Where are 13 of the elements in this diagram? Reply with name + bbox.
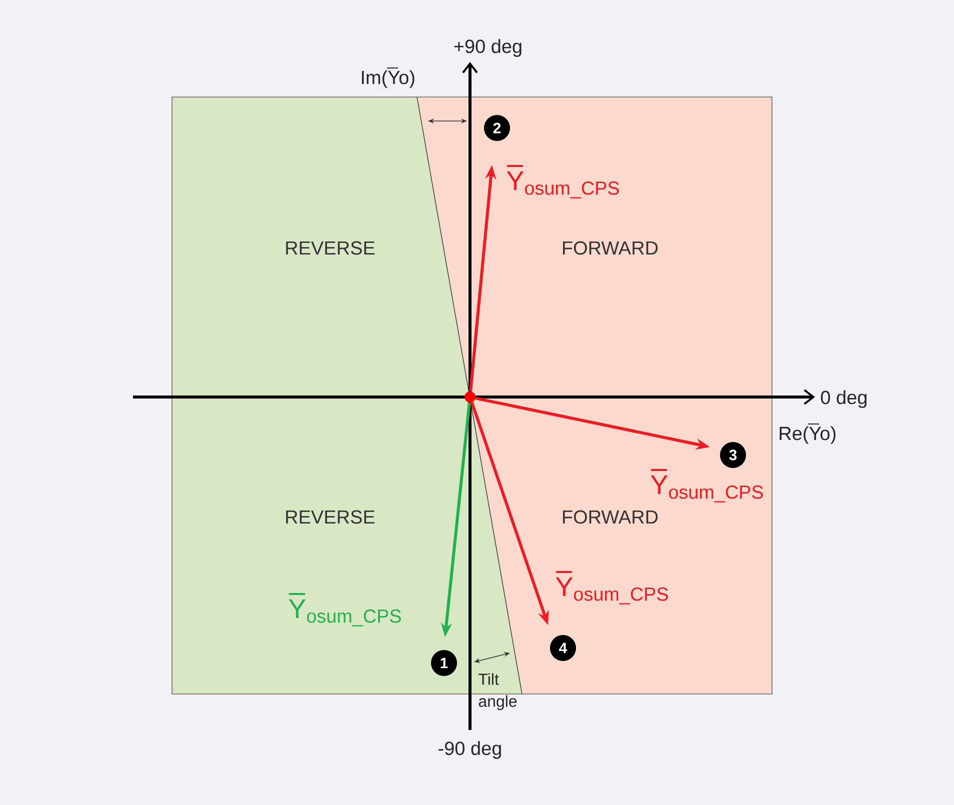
- axis-label: Im(Yo): [362, 68, 414, 88]
- callout-number: 2: [484, 115, 510, 141]
- callout-number: 1: [431, 650, 457, 676]
- vector-label: Y$_{osum_CPS}$: [288, 593, 401, 626]
- vector-label: Y$_{osum_CPS}$: [650, 469, 763, 502]
- callout-number: 3: [720, 442, 746, 468]
- axis-label: Re(Yo): [780, 424, 836, 444]
- axis-label: -90 deg: [438, 741, 501, 759]
- axis-label: 0 deg: [820, 390, 866, 408]
- axis-label: +90 deg: [454, 39, 522, 57]
- vector-label: Y$_{osum_CPS}$: [556, 571, 668, 604]
- callout-number: 4: [550, 635, 576, 661]
- vector-label: Y$_{osum_CPS}$: [506, 165, 619, 198]
